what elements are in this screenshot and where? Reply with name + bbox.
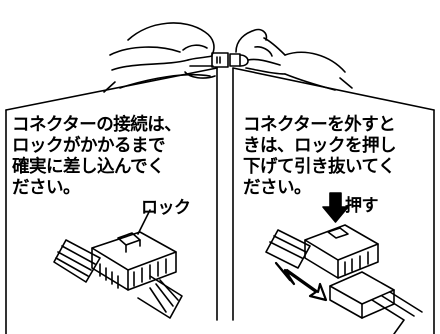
push-label: 押す (345, 196, 379, 216)
mated-connector-illustration (53, 231, 183, 319)
lock-label: ロック (141, 198, 191, 218)
separating-connector-illustration (265, 224, 423, 334)
hands-connecting-illustration (103, 22, 353, 93)
disconnect-instruction-text: コネクターを外すと きは、ロックを押し 下げて引き抜いてく ださい。 (243, 115, 397, 198)
lock-leader-line (137, 209, 151, 235)
pull-apart-arrow (274, 261, 328, 302)
connect-instruction-text: コネクターの接続は、 ロックがかかるまで 確実に差し込んでく ださい。 (12, 115, 182, 198)
push-arrow (322, 192, 349, 223)
